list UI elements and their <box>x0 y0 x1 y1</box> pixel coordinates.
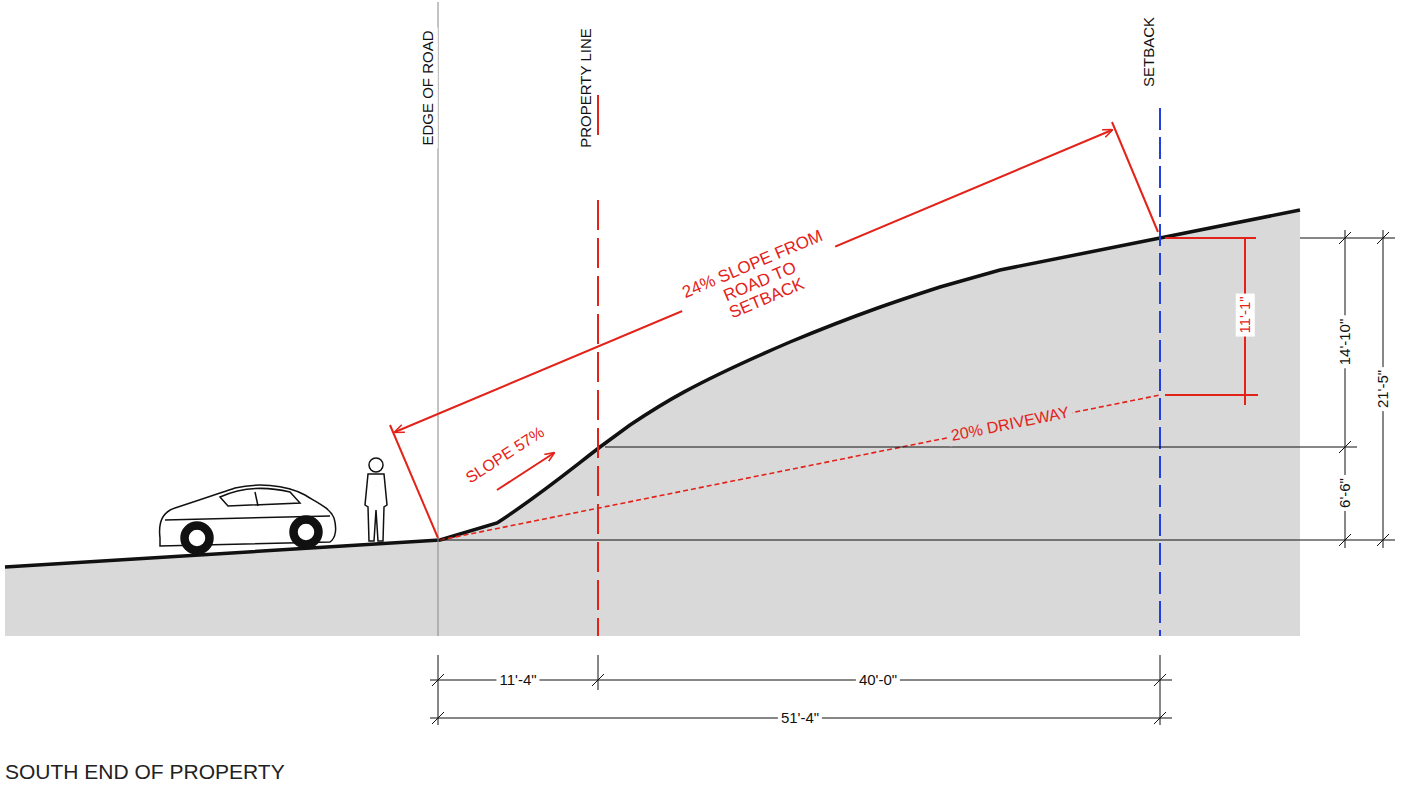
dimension-label: 21'-5" <box>1374 367 1393 411</box>
dimension-label: 6'-6" <box>1336 475 1355 511</box>
extension-line <box>1165 237 1256 239</box>
extension-line <box>390 425 438 538</box>
dimension-label: PROPERTY LINE <box>577 25 596 151</box>
dimension-label: SETBACK <box>1140 14 1159 90</box>
property-line <box>597 95 599 135</box>
dimension-label: 24% SLOPE FROM ROAD TO SETBACK <box>672 223 848 341</box>
ground-line <box>5 210 1300 567</box>
dimension-label: EDGE OF ROAD <box>419 27 438 148</box>
car-figure <box>160 485 336 554</box>
dimension-lines <box>430 230 1395 725</box>
property-line <box>597 200 599 636</box>
dimension-label: 11'-4" <box>496 671 539 690</box>
ground <box>5 210 1300 636</box>
edge-line <box>438 2 439 636</box>
dimension-label: 11'-1" <box>1236 293 1255 336</box>
person-figure <box>365 458 387 541</box>
slope-dimension <box>395 130 1112 432</box>
dimension-label: 14'-10" <box>1336 316 1355 369</box>
setback-line <box>1159 108 1161 636</box>
dimension-label: 40'-0" <box>856 671 900 690</box>
dimension-label: 51'-4" <box>778 709 822 728</box>
driveway-line <box>440 395 1160 540</box>
drawing-title: SOUTH END OF PROPERTY <box>5 760 285 784</box>
dimension-label: SLOPE 57% <box>459 421 550 490</box>
extension-line <box>1112 122 1158 232</box>
